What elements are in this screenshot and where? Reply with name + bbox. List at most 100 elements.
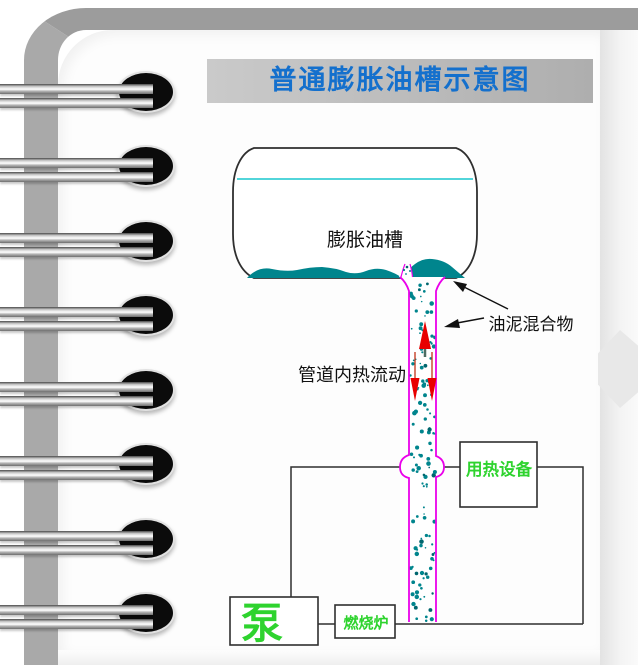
pipe-speckle bbox=[424, 615, 428, 619]
pipe-speckle bbox=[409, 452, 414, 457]
pipe-speckle bbox=[414, 594, 420, 600]
pipe-speckle bbox=[414, 571, 419, 576]
pipe-speckle bbox=[424, 533, 429, 538]
ring-wire-icon bbox=[0, 98, 153, 108]
pipe-right-wall bbox=[435, 276, 446, 622]
sludge-pointer-head-upper bbox=[453, 281, 467, 292]
pipe-speckle bbox=[427, 427, 432, 432]
pipe-speckle bbox=[426, 456, 431, 461]
sediment-notch bbox=[399, 264, 413, 277]
ring-wire-icon bbox=[0, 382, 153, 392]
spiral-ring bbox=[0, 220, 180, 262]
pipe-speckle bbox=[415, 470, 419, 473]
pipe-speckle bbox=[422, 403, 427, 407]
pipe-speckle bbox=[423, 393, 427, 398]
ring-wire-icon bbox=[0, 158, 153, 168]
pipe-speckle bbox=[422, 577, 425, 580]
spiral-ring bbox=[0, 592, 180, 634]
notebook-cover-frame bbox=[24, 8, 638, 665]
pipe-speckle bbox=[409, 293, 414, 299]
pipe-speckle bbox=[428, 427, 431, 430]
pipe-speckle bbox=[426, 282, 429, 286]
ring-wire-icon bbox=[0, 456, 153, 466]
pipe-speckle bbox=[422, 485, 425, 488]
sludge-label: 油泥混合物 bbox=[489, 315, 574, 335]
pipe-speckle bbox=[420, 586, 423, 590]
pipe-speckle bbox=[429, 301, 434, 306]
furnace-box bbox=[334, 604, 396, 639]
notch-speckles bbox=[402, 265, 411, 275]
pipe-speckle bbox=[422, 290, 426, 293]
tank-label: 膨胀油槽 bbox=[327, 229, 403, 251]
spiral-ring bbox=[0, 369, 180, 411]
pipe-speckle bbox=[413, 409, 419, 414]
pipe-speckle bbox=[422, 506, 425, 509]
pipe-speckle bbox=[430, 334, 434, 338]
riser-pipe bbox=[400, 277, 445, 622]
pipe-speckle bbox=[423, 595, 426, 598]
ring-wire-icon bbox=[0, 172, 153, 182]
ring-wire-icon bbox=[0, 605, 153, 615]
pipe-speckle bbox=[418, 283, 422, 287]
pipe-speckle bbox=[421, 351, 424, 354]
pipe-speckle bbox=[431, 543, 434, 546]
pipe-speckle bbox=[429, 310, 434, 314]
pipe-speckle bbox=[431, 344, 436, 349]
pipe-speckle bbox=[410, 327, 413, 330]
pipe-speckle bbox=[415, 445, 420, 450]
pipe-speckle bbox=[422, 473, 426, 477]
sludge-pointer-line-lower bbox=[456, 317, 485, 324]
pipe-speckle bbox=[429, 617, 434, 622]
pipe-speckle bbox=[433, 551, 436, 554]
pipe-speckle bbox=[415, 617, 419, 621]
pipe-speckle bbox=[412, 456, 416, 459]
pipe-left-wall bbox=[399, 276, 410, 622]
pipe-speckle bbox=[426, 384, 429, 387]
pipe-speckle bbox=[415, 515, 419, 518]
pipe-speckle bbox=[430, 556, 434, 561]
pipe-speckle bbox=[416, 465, 421, 471]
pipe-speckle bbox=[431, 592, 434, 595]
pipe-speckle bbox=[431, 473, 436, 478]
heat-flow-arrows bbox=[410, 321, 437, 401]
pipe-speckle bbox=[425, 310, 430, 314]
pipe-speckle bbox=[411, 601, 416, 607]
ring-wire-icon bbox=[0, 619, 153, 629]
pipe-speckle bbox=[428, 608, 433, 612]
pipe-speckle bbox=[421, 482, 424, 485]
pipe-speckle bbox=[411, 362, 415, 366]
pipe-speckle bbox=[426, 461, 431, 466]
pipe-speckle bbox=[419, 295, 422, 298]
pipe-speckle bbox=[418, 326, 423, 331]
pipe-speckle bbox=[424, 572, 428, 576]
pipe-speckle bbox=[414, 463, 418, 467]
pipe-speckle bbox=[423, 513, 425, 515]
pipe-speckle bbox=[411, 468, 415, 472]
pipe-speckle bbox=[424, 315, 426, 317]
heat-device-box bbox=[459, 441, 538, 508]
pipe-speckle bbox=[428, 441, 432, 446]
pipe-speckle bbox=[419, 429, 424, 434]
pipe-speckle bbox=[412, 359, 415, 362]
pipe-speckle bbox=[425, 485, 428, 488]
spiral-ring bbox=[0, 518, 180, 560]
pipe-speckle bbox=[425, 483, 428, 486]
ring-wire-icon bbox=[0, 233, 153, 243]
pipe-speckle bbox=[425, 575, 430, 579]
ring-wire-icon bbox=[0, 307, 153, 317]
pipe-speckle bbox=[419, 570, 425, 576]
sludge-pointer-head-lower bbox=[444, 319, 460, 328]
pipe-speckle bbox=[414, 551, 420, 557]
pipe-speckle bbox=[428, 534, 431, 538]
pipe-speckle bbox=[428, 566, 433, 571]
pipe-speckle bbox=[431, 553, 435, 556]
pipe-speckle bbox=[416, 548, 419, 551]
page-bottom-shadow bbox=[58, 650, 600, 665]
pipe-speckle bbox=[432, 432, 435, 435]
heat-flow-down-arrow-right bbox=[427, 378, 437, 401]
pipe-speckle bbox=[419, 539, 424, 544]
ring-wire-icon bbox=[0, 321, 153, 331]
pipe-speckle bbox=[422, 515, 427, 520]
heat-flow-down-arrow-left bbox=[410, 378, 420, 401]
pipe-speckle bbox=[410, 592, 415, 597]
